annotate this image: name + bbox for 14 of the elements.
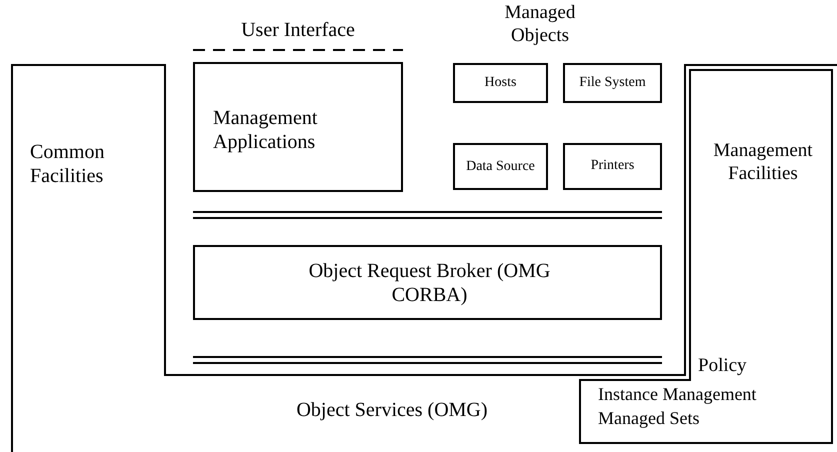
region-label: Object Services (OMG) [295, 398, 489, 422]
region-label: Managed Sets [598, 408, 700, 430]
region-label: Instance Management [598, 384, 756, 406]
layer-label: User Interface [240, 18, 356, 42]
box-label: Printers [590, 157, 636, 176]
region-label: Common Facilities [30, 140, 106, 188]
box-label: Hosts [484, 74, 518, 92]
region-label: Policy [698, 355, 747, 378]
group-heading: Managed Objects [504, 2, 576, 48]
region-label: Management Facilities [712, 140, 814, 186]
box-label: Management Applications [213, 106, 318, 154]
box-label: File System [578, 74, 647, 92]
box-label: Data Source [465, 158, 536, 176]
box-label: Object Request Broker (OMG CORBA) [308, 259, 552, 307]
